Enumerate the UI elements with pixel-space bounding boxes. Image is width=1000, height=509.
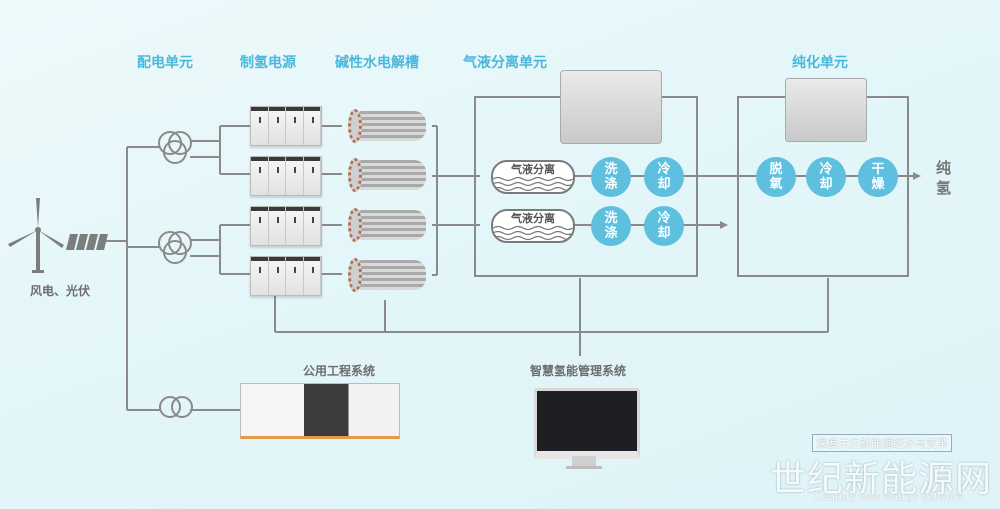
separator-label: 气液分离 [511, 163, 555, 176]
transformer-icon [158, 231, 192, 264]
watermark-tagline: 深度关注新能源经济与变革 [812, 434, 952, 452]
utility-container-image [240, 383, 400, 439]
cooling-step: 冷却 [644, 157, 684, 197]
alkaline-electrolyzer-title: 碱性水电解槽 [335, 55, 419, 71]
separation-equipment-image [560, 70, 662, 144]
purification-equipment-image [785, 78, 867, 142]
transformer-icon [158, 131, 192, 164]
monitor-base [566, 466, 602, 469]
gas-liquid-separator: 气液分离 [491, 160, 575, 194]
transformer-icon [159, 396, 193, 418]
cooling-step: 冷却 [806, 157, 846, 197]
hydrogen-power-supply-title: 制氢电源 [240, 55, 296, 71]
monitor-dashboard-image [534, 388, 640, 459]
gas-liquid-separator: 气液分离 [491, 209, 575, 243]
wind-turbine-icon [8, 198, 64, 273]
deoxidation-step: 脱氧 [756, 157, 796, 197]
rectifier-cabinet [250, 206, 322, 246]
arrow-icon [913, 172, 921, 180]
source-label: 风电、光伏 [30, 284, 91, 298]
washing-step: 洗涤 [591, 206, 631, 246]
pure-hydrogen-output-label: 纯氢 [936, 159, 952, 197]
utility-system-title: 公用工程系统 [303, 364, 376, 378]
electrolyzer [342, 109, 430, 143]
drying-step: 干燥 [858, 157, 898, 197]
solar-panel-icon [66, 234, 108, 250]
purification-title: 纯化单元 [792, 55, 848, 71]
electrolyzer [342, 258, 430, 292]
separator-label: 气液分离 [511, 212, 555, 225]
management-system-title: 智慧氢能管理系统 [530, 364, 627, 378]
watermark-english: Century new energy network [815, 492, 964, 503]
water-waves-icon [493, 225, 573, 241]
water-waves-icon [493, 176, 573, 192]
monitor-stand [572, 456, 596, 466]
electrolyzer [342, 208, 430, 242]
rectifier-cabinet [250, 106, 322, 146]
rectifier-cabinet [250, 256, 322, 296]
washing-step: 洗涤 [591, 157, 631, 197]
electrolyzer [342, 158, 430, 192]
power-distribution-title: 配电单元 [137, 55, 193, 71]
rectifier-cabinet [250, 156, 322, 196]
arrow-icon [720, 221, 728, 229]
gas-liquid-separation-title: 气液分离单元 [463, 55, 547, 71]
cooling-step: 冷却 [644, 206, 684, 246]
watermark-brand: 世纪新能源网 [770, 459, 993, 500]
